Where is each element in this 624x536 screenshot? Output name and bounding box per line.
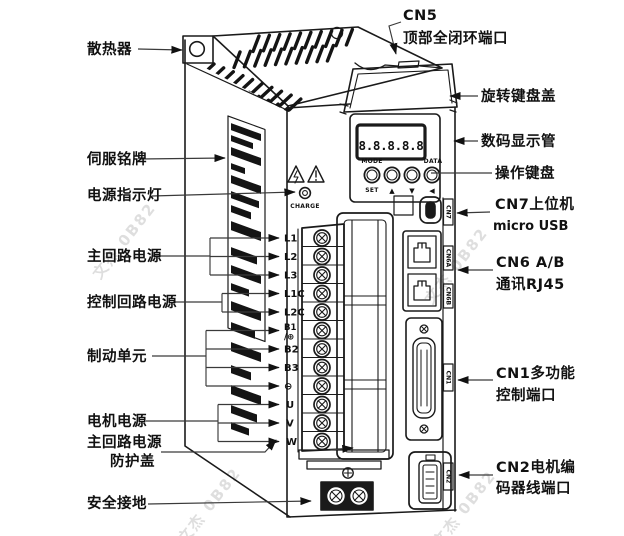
label-keypad: 操作键盘	[495, 164, 555, 182]
label-brake-unit: 制动单元	[87, 347, 147, 365]
label-motor-power: 电机电源	[87, 412, 147, 430]
terminal-b2: B2	[284, 345, 299, 356]
data-key-label: DATA	[424, 158, 443, 165]
terminal-b1-plus: /⊕	[284, 333, 294, 343]
label-cn7-line1: CN7上位机	[495, 195, 574, 213]
cn7-tag: CN7	[444, 205, 451, 219]
up-key-label: ▲	[389, 187, 395, 195]
leader-nameplate	[139, 154, 226, 163]
leader-cn5	[388, 21, 402, 55]
leader-control-circuit-bracket	[173, 293, 223, 312]
terminal-b3: B3	[284, 363, 299, 374]
cn1-tag: CN1	[444, 371, 451, 385]
keypad-buttons[interactable]	[363, 166, 441, 184]
label-cn2-line2: 码器线端口	[496, 479, 571, 497]
heatsink	[189, 26, 443, 122]
warning-exclamation-icon	[307, 165, 325, 183]
cn2-connector[interactable]	[408, 451, 452, 510]
safety-ground-terminals[interactable]	[320, 467, 374, 511]
label-heatsink: 散热器	[87, 40, 132, 58]
mounting-ear	[182, 35, 214, 64]
cn6-rj45-ports[interactable]	[402, 230, 442, 312]
mode-key-label: MODE	[361, 158, 382, 165]
cn7-usb-port[interactable]	[419, 196, 442, 224]
terminal-l2c: L2C	[284, 308, 305, 319]
callout-labels: 散热器 伺服铭牌 电源指示灯 主回路电源 控制回路电源 制动单元 电机电源 主回…	[86, 8, 575, 512]
label-cn1-line1: CN1多功能	[496, 364, 575, 382]
terminal-w: W	[286, 437, 297, 448]
cn6b-tag: CN6B	[444, 287, 451, 306]
label-power-indicator: 电源指示灯	[87, 186, 162, 204]
terminal-l3: L3	[284, 271, 297, 282]
terminal-u: U	[286, 400, 294, 411]
leader-brake-unit-bracket	[152, 330, 207, 386]
terminal-l1: L1	[284, 234, 297, 245]
charge-label: CHARGE	[290, 203, 320, 210]
rotary-keypad-cover	[339, 63, 458, 115]
cn5-port-notch	[354, 62, 443, 71]
operator-panel: 8.8.8.8.8 MODE DATA SET ▲ ▼ ◀	[349, 113, 443, 203]
label-cn6-line1: CN6 A/B	[496, 255, 565, 271]
label-cn7-line2: micro USB	[493, 219, 568, 234]
leader-protective-cover	[161, 439, 277, 453]
label-control-circuit-power: 控制回路电源	[87, 293, 177, 311]
terminal-l1c: L1C	[284, 289, 305, 300]
leader-lines	[137, 21, 493, 506]
terminal-b1: B1	[284, 323, 296, 333]
warning-icons	[287, 165, 325, 184]
label-rotary-cover: 旋转键盘盖	[480, 87, 556, 105]
terminal-labels: L1 L2 L3 L1C L2C B1 /⊕ B2 B3 ⊖ U V W	[284, 234, 305, 449]
label-protective-cover-line2: 防护盖	[110, 452, 155, 470]
shift-key-label: ◀	[429, 187, 435, 195]
charge-indicator: CHARGE	[290, 186, 320, 210]
leader-safety-ground	[147, 497, 312, 506]
terminal-minus: ⊖	[284, 382, 292, 393]
port-tag-strip: CN7 CN6A CN6B CN1 CN2	[442, 198, 454, 491]
label-cn5-line1: CN5	[403, 8, 437, 24]
seven-segment-display	[355, 123, 427, 161]
leader-power-indicator	[151, 188, 296, 197]
set-key-label: SET	[365, 187, 379, 194]
leader-cn7	[456, 208, 491, 217]
label-display: 数码显示管	[481, 132, 556, 150]
servo-drive-body: 8.8.8.8.8 MODE DATA SET ▲ ▼ ◀ CHA	[182, 26, 458, 518]
label-cn5-line2: 顶部全闭环端口	[403, 29, 508, 47]
label-cn1-line2: 控制端口	[496, 386, 556, 404]
label-cn2-line1: CN2电机编	[496, 458, 575, 476]
label-safety-ground: 安全接地	[87, 494, 147, 512]
rj45-jack-b[interactable]	[407, 273, 437, 307]
terminal-l2: L2	[284, 252, 297, 263]
leader-heatsink	[137, 45, 183, 54]
label-nameplate: 伺服铭牌	[86, 150, 147, 168]
cn2-tag: CN2	[444, 470, 451, 484]
label-cn6-line2: 通讯RJ45	[496, 276, 565, 293]
nameplate	[227, 115, 266, 436]
display-value: 8.8.8.8.8	[358, 138, 423, 153]
down-key-label: ▼	[409, 187, 415, 195]
terminal-v: V	[286, 419, 294, 430]
cn1-connector[interactable]	[405, 317, 443, 441]
label-protective-cover-line1: 主回路电源	[87, 433, 162, 451]
cn6a-tag: CN6A	[444, 249, 451, 268]
label-main-circuit-power: 主回路电源	[87, 247, 162, 265]
charge-led	[298, 186, 312, 200]
rj45-jack-a[interactable]	[407, 235, 437, 269]
